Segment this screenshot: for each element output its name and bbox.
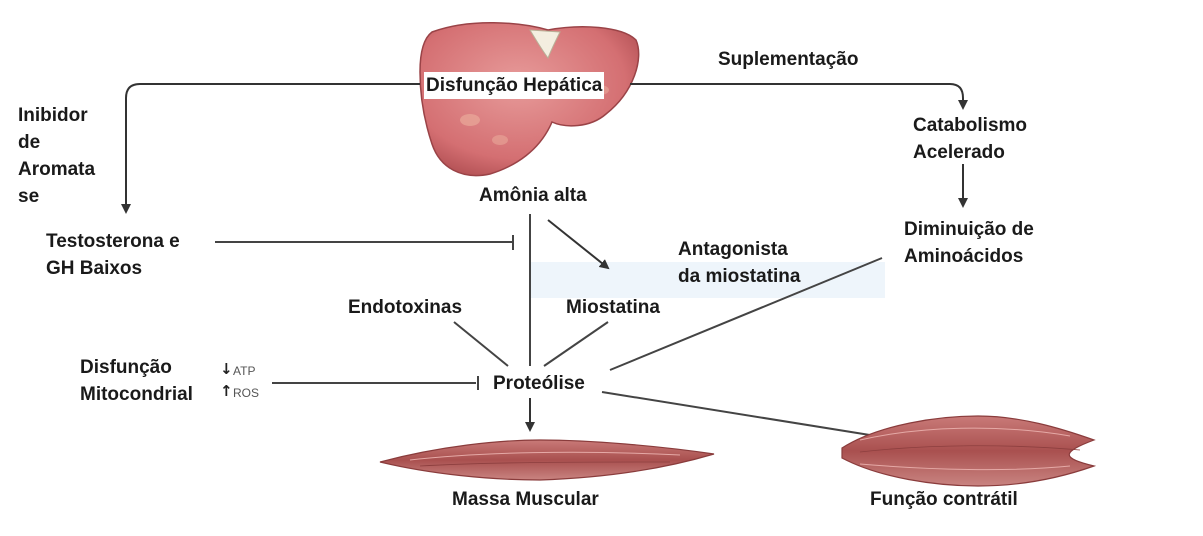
- hormones-line-2: GH Baixos: [46, 255, 180, 282]
- line-endotoxins-to-proteolysis: [454, 322, 508, 366]
- down-arrow-icon: ↓: [220, 362, 233, 377]
- proteolysis-label: Proteólise: [491, 370, 587, 397]
- catabolism-line-1: Catabolismo: [913, 112, 1027, 139]
- line-ammonia-to-myostatin: [548, 220, 608, 268]
- liver-dysfunction-label: Disfunção Hepática: [424, 72, 604, 99]
- amino-acid-decrease-label: Diminuição de Aminoácidos: [904, 216, 1034, 270]
- aromatase-line-3: Aromata: [18, 156, 95, 183]
- myostatin-antagonist-label: Antagonista da miostatina: [678, 236, 800, 290]
- up-arrow-icon: ↑: [220, 384, 233, 399]
- muscle-mass-label: Massa Muscular: [452, 486, 599, 513]
- hormones-line-1: Testosterona e: [46, 228, 180, 255]
- aminoacids-line-2: Aminoácidos: [904, 243, 1034, 270]
- accelerated-catabolism-label: Catabolismo Acelerado: [913, 112, 1027, 166]
- antagonist-line-2: da miostatina: [678, 263, 800, 290]
- aromatase-line-1: Inibidor: [18, 102, 95, 129]
- aromatase-line-2: de: [18, 129, 95, 156]
- catabolism-line-2: Acelerado: [913, 139, 1027, 166]
- contractile-muscle-illustration: [842, 416, 1094, 486]
- aromatase-line-4: se: [18, 183, 95, 210]
- mito-line-1: Disfunção: [80, 354, 193, 381]
- line-liver-to-hormones: [126, 84, 420, 212]
- myostatin-label: Miostatina: [566, 294, 660, 321]
- mito-line-2: Mitocondrial: [80, 381, 193, 408]
- endotoxins-label: Endotoxinas: [348, 294, 462, 321]
- line-myostatin-to-proteolysis: [544, 322, 608, 366]
- antagonist-line-1: Antagonista: [678, 236, 800, 263]
- atp-label: ATP: [233, 365, 255, 377]
- contractile-function-label: Função contrátil: [870, 486, 1018, 513]
- line-proteolysis-to-contractile: [602, 392, 876, 436]
- high-ammonia-label: Amônia alta: [479, 182, 587, 209]
- line-liver-to-catabolism: [630, 84, 963, 108]
- liver-illustration: [420, 23, 639, 176]
- supplementation-label: Suplementação: [718, 46, 858, 73]
- muscle-mass-illustration: [380, 440, 714, 480]
- ros-label: ROS: [233, 387, 259, 399]
- aminoacids-line-1: Diminuição de: [904, 216, 1034, 243]
- low-hormones-label: Testosterona e GH Baixos: [46, 228, 180, 282]
- mito-dysfunction-label: Disfunção Mitocondrial: [80, 354, 193, 408]
- aromatase-inhibitor-label: Inibidor de Aromata se: [18, 102, 95, 210]
